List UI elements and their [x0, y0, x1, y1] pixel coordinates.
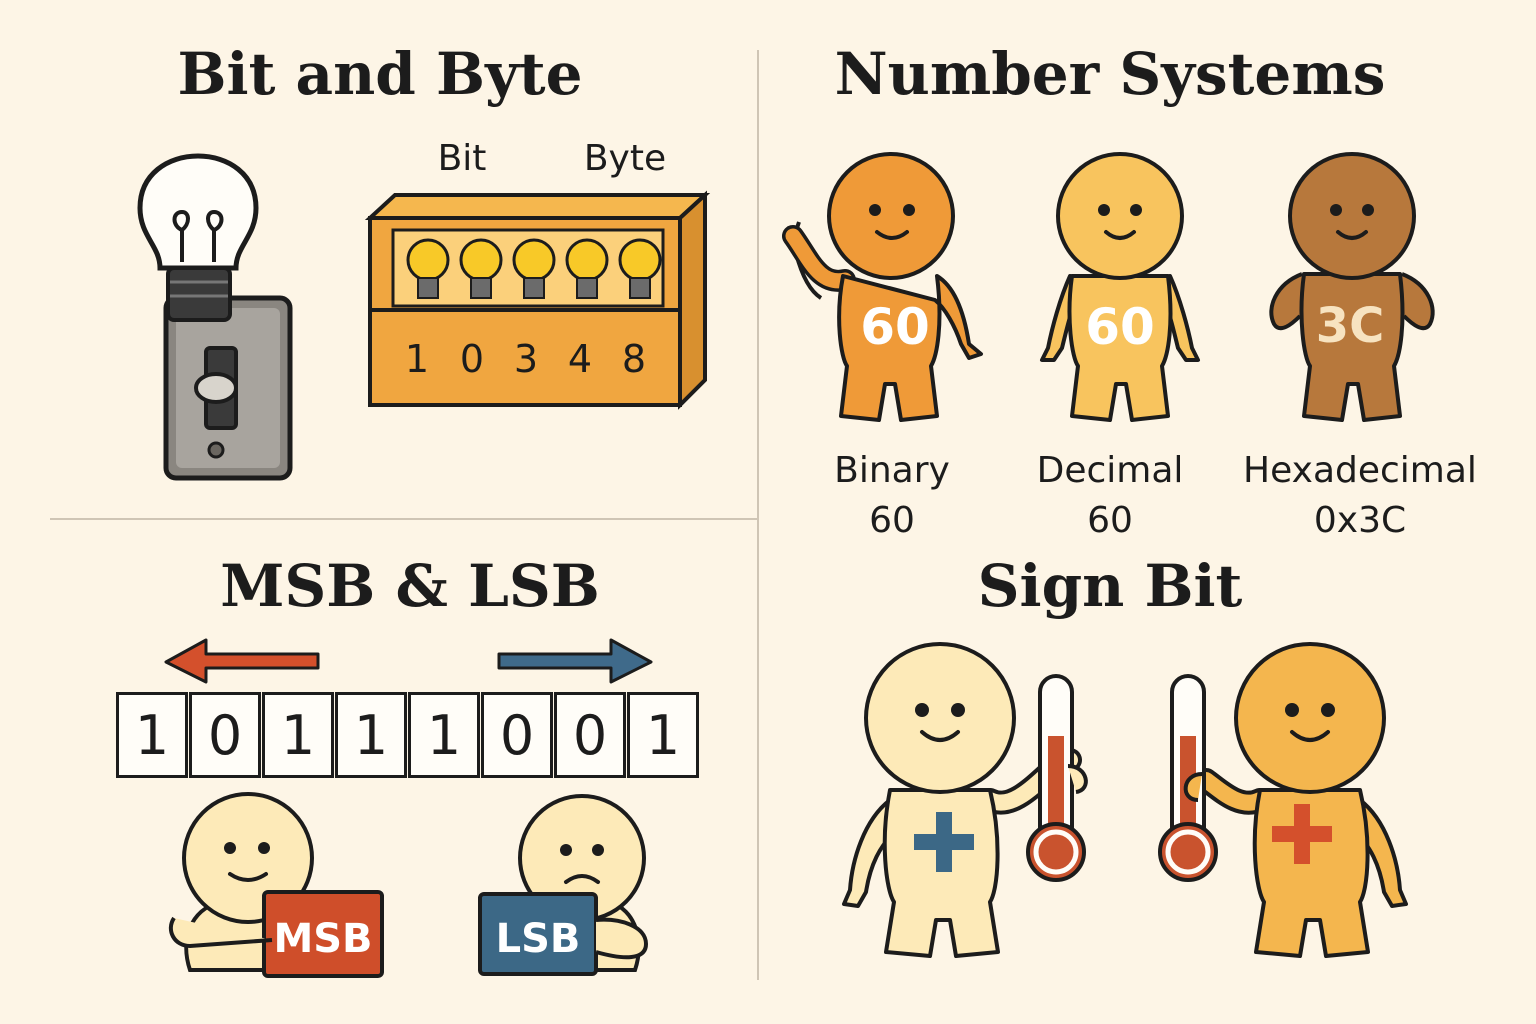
bit-byte-title: Bit and Byte — [177, 40, 583, 108]
hexadecimal-label: Hexadecimal — [1243, 450, 1477, 491]
plus-icon — [914, 812, 974, 872]
bulb-icon — [406, 238, 450, 299]
thermometer-icon — [1158, 674, 1218, 882]
bulb-icon — [512, 238, 556, 299]
byte-label: Byte — [583, 138, 667, 179]
bulb-icon — [459, 238, 503, 299]
plus-icon — [1272, 804, 1332, 864]
bit-label: Bit — [437, 138, 487, 179]
bit-cell: 1 — [627, 692, 699, 778]
byte-digit: 1 — [405, 337, 429, 381]
msb-lsb-title: MSB & LSB — [220, 552, 600, 620]
binary-body-text: 60 — [860, 298, 930, 356]
thermometer-icon — [1026, 674, 1086, 882]
binary-label: Binary — [834, 450, 950, 491]
binary-character: 60 — [782, 152, 983, 422]
number-systems-title: Number Systems — [834, 40, 1386, 108]
decimal-value: 60 — [1087, 500, 1133, 541]
lsb-sign-text: LSB — [496, 916, 581, 962]
bulb-icon — [618, 238, 662, 299]
lightbulb-icon — [137, 153, 259, 322]
left-arrow-icon — [164, 638, 320, 684]
sign-bit-title: Sign Bit — [977, 552, 1243, 620]
light-switch-bulb-illustration — [137, 153, 293, 481]
right-arrow-icon — [497, 638, 653, 684]
msb-sign-text: MSB — [273, 916, 372, 962]
bit-cell: 0 — [554, 692, 626, 778]
signed-character — [1158, 642, 1408, 958]
hexadecimal-body-text: 3C — [1316, 298, 1385, 354]
bit-cell: 1 — [262, 692, 334, 778]
bit-cell: 1 — [335, 692, 407, 778]
light-switch — [163, 295, 293, 481]
vertical-divider — [757, 50, 759, 980]
hexadecimal-character: 3C — [1269, 152, 1435, 422]
byte-box-illustration: 1 0 3 4 8 — [364, 190, 711, 410]
decimal-body-text: 60 — [1085, 298, 1155, 356]
bit-cell: 0 — [481, 692, 553, 778]
byte-digit: 0 — [460, 337, 484, 381]
hexadecimal-value: 0x3C — [1313, 500, 1407, 541]
decimal-label: Decimal — [1036, 450, 1184, 491]
bit-cell: 1 — [408, 692, 480, 778]
decimal-character: 60 — [1040, 152, 1200, 422]
byte-digit: 3 — [514, 337, 538, 381]
horizontal-divider — [50, 518, 757, 520]
byte-digit: 4 — [568, 337, 592, 381]
bit-cell: 1 — [116, 692, 188, 778]
byte-bulbs — [406, 238, 662, 299]
binary-value: 60 — [869, 500, 915, 541]
bit-cell: 0 — [189, 692, 261, 778]
byte-digit: 8 — [622, 337, 646, 381]
positive-character — [842, 642, 1088, 958]
msb-character: MSB — [168, 792, 384, 978]
lsb-character: LSB — [478, 794, 649, 976]
bulb-icon — [565, 238, 609, 299]
